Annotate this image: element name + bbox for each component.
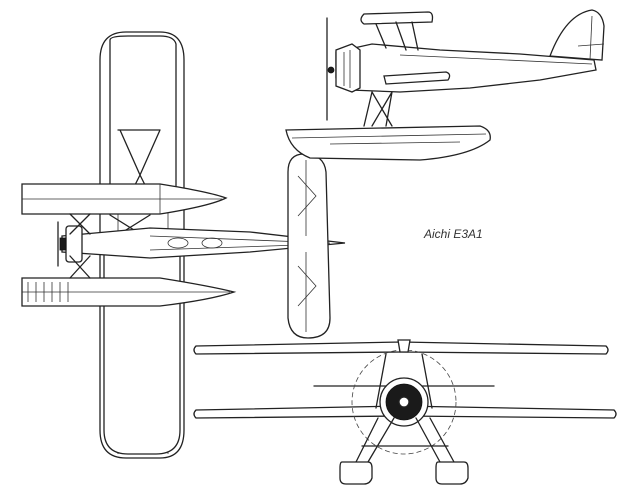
front-float-left [339,461,373,485]
side-fin [549,9,605,61]
drawing-caption: Aichi E3A1 [424,227,483,241]
front-float-right [435,461,469,485]
side-upper-wing [360,11,434,25]
tailplane-top [287,153,331,339]
top-view [21,31,346,459]
side-view [285,9,605,161]
front-view [193,339,617,485]
